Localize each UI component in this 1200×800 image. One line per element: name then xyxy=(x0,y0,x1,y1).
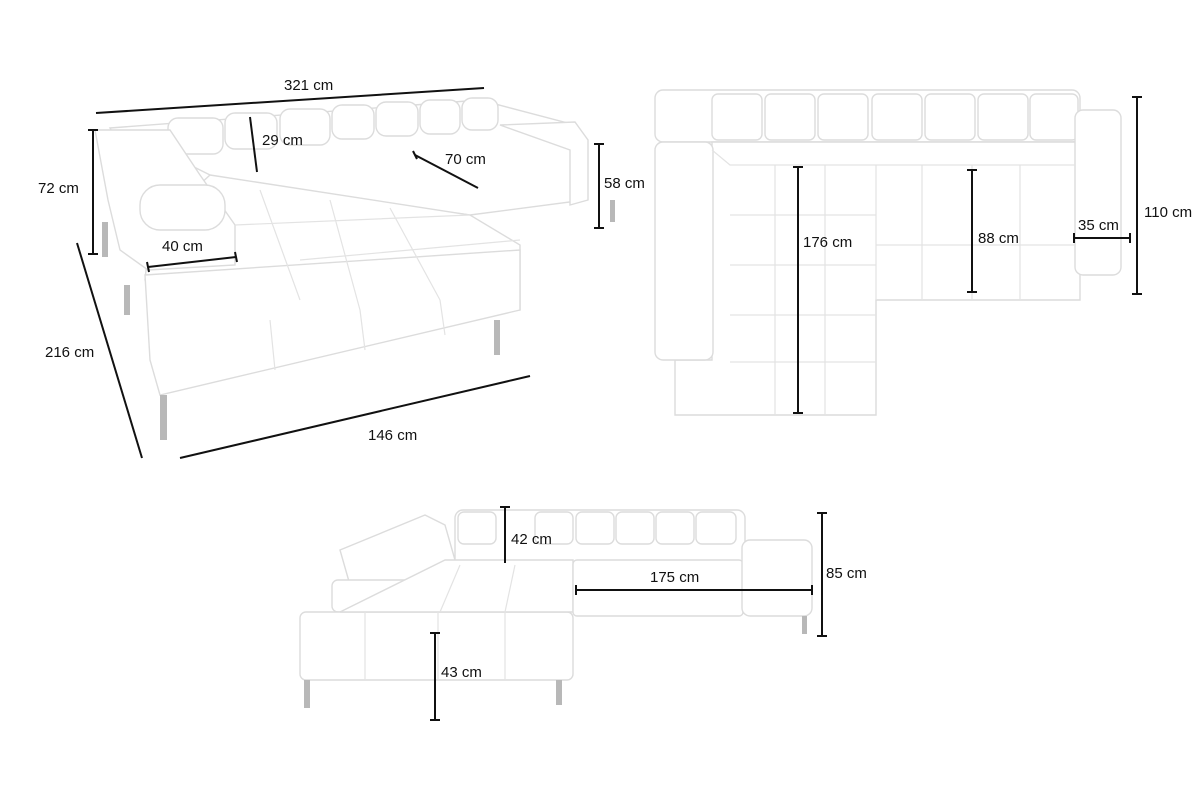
label-total-height: 85 cm xyxy=(826,565,867,582)
dim-line-armrest xyxy=(147,256,237,268)
label-back-height: 42 cm xyxy=(511,531,552,548)
label-arm-width: 35 cm xyxy=(1078,217,1119,234)
label-chaise-length: 176 cm xyxy=(803,234,852,251)
label-front-seat-width: 175 cm xyxy=(650,569,699,586)
dim-line-chaise xyxy=(179,375,531,459)
label-seat-depth: 70 cm xyxy=(445,151,486,168)
label-chaise: 146 cm xyxy=(368,427,417,444)
label-armrest: 40 cm xyxy=(162,238,203,255)
label-headrest: 29 cm xyxy=(262,132,303,149)
dim-line-seat-depth xyxy=(414,154,479,189)
dim-line-headrest xyxy=(249,116,258,173)
top-view-sofa xyxy=(654,89,1122,416)
dim-line-depth xyxy=(76,242,143,459)
label-arm-height: 58 cm xyxy=(604,175,645,192)
label-height: 72 cm xyxy=(38,180,79,197)
label-top-seat-depth: 88 cm xyxy=(978,230,1019,247)
label-depth: 216 cm xyxy=(45,344,94,361)
front-view-sofa xyxy=(299,509,813,708)
perspective-sofa xyxy=(94,97,615,440)
label-width: 321 cm xyxy=(284,77,333,94)
label-seat-height: 43 cm xyxy=(441,664,482,681)
label-top-depth: 110 cm xyxy=(1144,204,1192,221)
dim-line-width xyxy=(95,87,485,114)
